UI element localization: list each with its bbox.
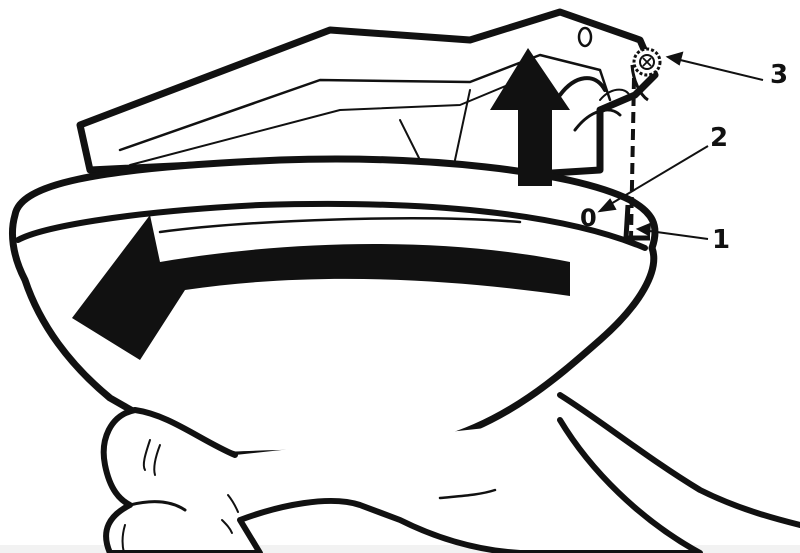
leader-lines	[597, 51, 764, 240]
screw-icon	[630, 47, 662, 102]
arrow-counterclockwise-icon	[72, 215, 570, 360]
arrow-up-icon	[490, 48, 570, 186]
callout-3: 3	[770, 60, 788, 90]
hand	[100, 407, 703, 553]
callout-2: 2	[710, 123, 728, 153]
rim-notch	[623, 204, 650, 241]
detector-body	[8, 155, 800, 528]
bottom-strip	[0, 545, 800, 553]
alignment-mark: 0	[580, 204, 597, 232]
alignment-dashed-line	[629, 77, 636, 239]
callout-1: 1	[712, 225, 730, 255]
mounting-bracket	[76, 8, 659, 179]
